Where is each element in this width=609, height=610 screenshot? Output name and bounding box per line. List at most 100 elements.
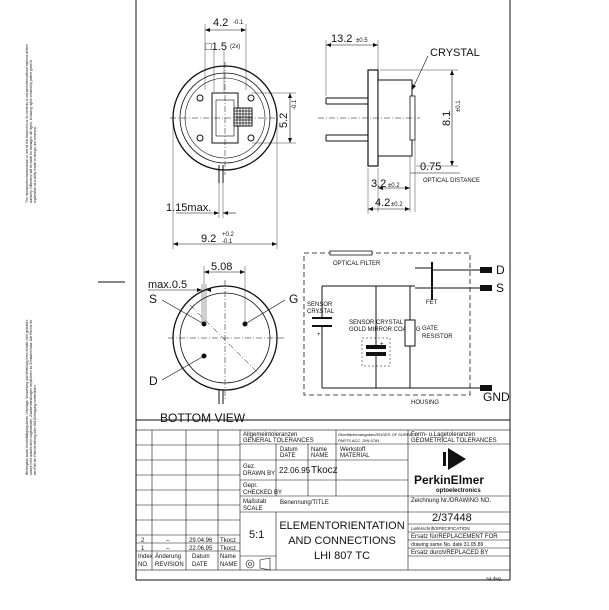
format-label: A4.dwg [486,576,502,581]
name-de: Name [311,447,328,453]
side-note-bottom: Weitergabe sowie Vervielfältigung dieser… [25,319,37,475]
title-line-1: ELEMENTORIENTATION [279,520,404,532]
pin-d-label: D [149,374,158,388]
rev-2-name: Tkocz [220,538,236,544]
terminal-gnd: GND [483,390,510,404]
rev-header-name-en: NAME [220,562,237,568]
title-block [135,429,511,571]
rev-1-name: Tkocz [220,546,236,552]
front-view: 4.2 -0.1 □1.5 (2x) 5.2 -0.1 1.15max. 9.2… [166,17,298,249]
name-en: NAME [311,453,328,459]
side-note-top-text: The reproduction/transmission or use of … [25,44,37,203]
dim-width-top: 4.2 [213,17,228,29]
terminal-s: S [496,281,504,295]
bottom-view: S G D 5.08 max.0.5 BOTTOM VIEW [148,261,298,425]
label-gate-resistor-l1: GATE [422,326,438,332]
dim-4-2-tol: ±0.2 [391,202,403,208]
label-crystal: CRYSTAL [430,47,480,59]
general-tol-de: Allgemeintoleranzen [243,432,297,438]
projection-symbol [245,557,271,571]
title-line-3: LHI 807 TC [314,550,370,562]
dim-optical: 0.75 [420,161,441,173]
label-optical-distance: OPTICAL DISTANCE [423,178,480,184]
dim-body-height: 8.1 [441,111,453,126]
perkinelmer-logo: PerkinElmer optoelectronics [414,448,484,494]
rev-2-date: 29.04.96 [189,538,213,544]
dim-max: max.0.5 [148,279,187,291]
dim-pin-spacing: 5.08 [211,261,232,273]
dim-side-length: 13.2 [331,33,352,45]
rev-1-date: 22.06.95 [189,546,213,552]
side-note-top: The reproduction/transmission or use of … [25,44,37,203]
drawn-de: Gez. [243,464,256,470]
dim-square: □1.5 [205,41,227,53]
general-tol-en: GENERAL TOLERANCES [243,438,314,444]
side-note-bottom-text: Weitergabe sowie Vervielfältigung dieser… [25,319,37,475]
terminal-d: D [496,263,505,277]
crystal-plus-left: + [317,332,321,338]
side-view: 13.2 ±0.5 CRYSTAL 8.1 ±0.1 0.75 OPTICAL … [318,33,480,214]
spec-label: Lieferschrift/SPECIFICATION [411,526,470,531]
material-de: Werkstoff [340,447,365,453]
label-sensor-crystal-l2: CRYSTAL [307,309,335,315]
replace-for-value: drawing same No. date 31.05.89 [411,542,483,548]
surface-en: PARTS ACC. DIN 6784 [338,438,380,443]
crystal-minus-left: − [317,310,321,316]
drawn-date: 22.06.95 [279,466,311,475]
drawn-name: Tkocz [311,465,338,476]
title-line-2: AND CONNECTIONS [288,535,396,547]
label-fet: FET [426,300,438,306]
dim-4-2: 4.2 [375,197,390,209]
title-block-text: 2 – 29.04.96 Tkocz 1 – 22.06.95 Tkocz In… [138,432,502,581]
dim-square-sup: (2x) [230,44,240,50]
rev-1-change: – [166,546,170,552]
crystal-plus-mid: + [380,342,384,348]
title-de: Benennung/TITLE [280,500,329,506]
scale-value: 5:1 [249,529,264,541]
form-tol-en: GEOMETRICAL TOLERANCES [411,438,497,444]
pin-g-label: G [289,292,298,306]
dim-window-height: 5.2 [278,113,290,128]
dim-diameter: 9.2 [201,233,216,245]
dim-side-length-tol: ±0.5 [356,38,368,44]
surface-de: Oberflächenangaben/EDGES OF SURFACE [338,432,417,437]
schematic: OPTICAL FILTER FET D S GND HOUSING − + S… [303,250,510,406]
date-de: Datum [280,447,298,453]
dim-diameter-tol-minus: -0.1 [222,239,233,245]
replace-for-label: Ersatz für/REPLACEMENT FOR [411,534,498,540]
rev-header-change-en: REVISION [155,562,184,568]
dim-3-2-tol: ±0.2 [388,183,400,189]
company-sub: optoelectronics [436,488,481,494]
drawing-no: 2/37448 [432,512,472,524]
rev-header-index-de: Index [138,554,153,560]
dim-window-height-tol: -0.1 [292,99,298,110]
dim-body-height-tol: ±0.1 [456,100,462,112]
replaced-by-label: Ersatz durch/REPLACED BY [411,550,488,556]
bottom-view-caption: BOTTOM VIEW [160,411,246,425]
rev-header-index-en: NO. [138,562,149,568]
rev-1-index: 1 [141,546,145,552]
rev-header-date-de: Datum [192,554,210,560]
rev-header-name-de: Name [220,554,237,560]
checked-de: Gepr. [243,483,258,489]
scale-de: Maßstab [243,499,267,505]
drawn-en: DRAWN BY [243,471,275,477]
rev-header-date-en: DATE [192,562,208,568]
label-sensor-crystal-l1: SENSOR [307,302,333,308]
label-sensor-crystal-gold-l2: GOLD MIRROR COATING [349,327,421,333]
scale-en: SCALE [243,506,263,512]
form-tol-de: Form- u.Lagetoleranzen [411,432,475,438]
rev-2-change: – [166,538,170,544]
company-name: PerkinElmer [414,473,484,487]
drawing-no-label: Zeichnung Nr./DRAWING NO. [411,498,491,504]
checked-en: CHECKED BY [243,490,282,496]
rev-2-index: 2 [141,538,145,544]
label-sensor-crystal-gold-l1: SENSOR CRYSTAL [349,320,404,326]
material-en: MATERIAL [340,453,370,459]
label-housing: HOUSING [411,400,439,406]
label-gate-resistor-l2: RESISTOR [422,334,453,340]
pin-s-label: S [149,292,157,306]
label-optical-filter: OPTICAL FILTER [333,261,381,267]
rev-header-change-de: Änderung [155,553,181,560]
